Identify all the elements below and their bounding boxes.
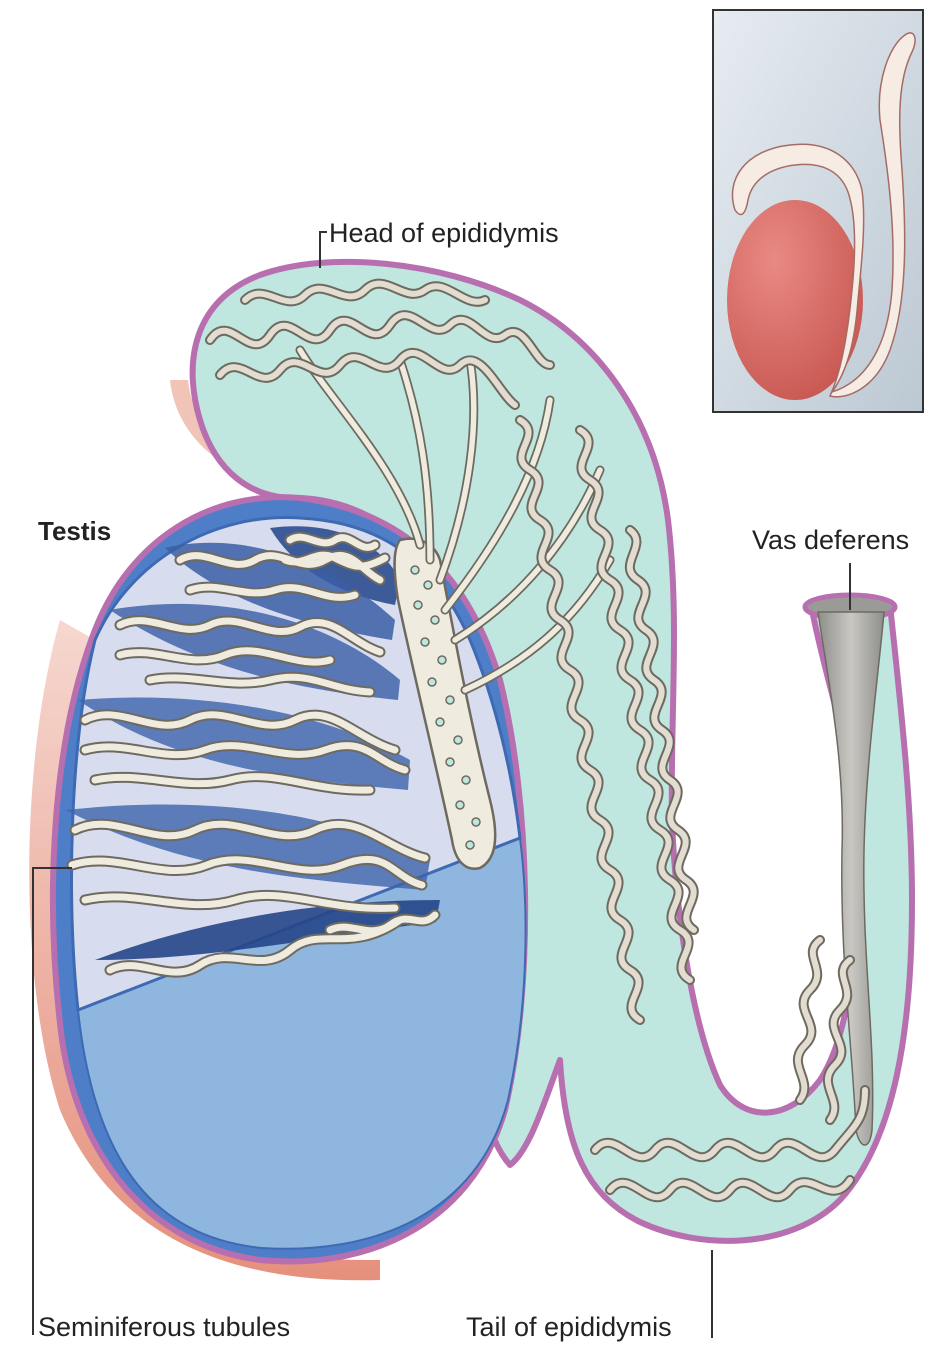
testis-label: Testis bbox=[38, 516, 111, 547]
tail-of-epididymis-label: Tail of epididymis bbox=[466, 1312, 672, 1343]
vas-deferens-label: Vas deferens bbox=[752, 525, 909, 556]
inset-panel bbox=[713, 10, 923, 412]
head-of-epididymis-label: Head of epididymis bbox=[329, 218, 559, 249]
seminiferous-tubules-label: Seminiferous tubules bbox=[38, 1312, 290, 1343]
